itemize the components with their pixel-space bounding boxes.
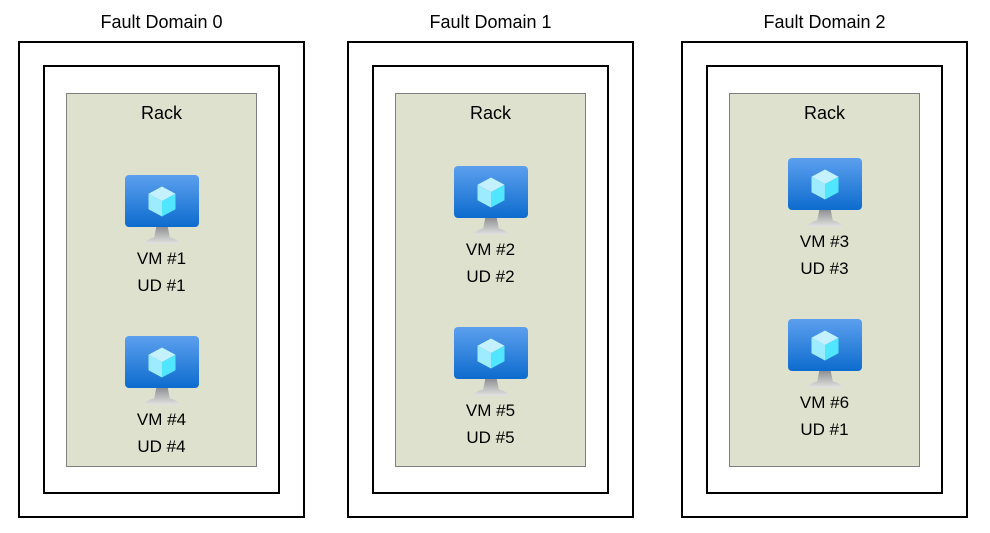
fault-domain-0: Fault Domain 0 Rack VM #1 UD #1 <box>18 8 305 518</box>
vm-cube-left <box>477 345 491 369</box>
vm-stand <box>472 379 509 396</box>
vm-number-label: VM #2 <box>465 240 516 259</box>
vm-number-label: VM #3 <box>799 232 850 251</box>
vm-list: VM #1 UD #1 VM #4 UD #4 <box>67 127 256 460</box>
vm-number-label: VM #5 <box>465 401 516 420</box>
fault-domain-title: Fault Domain 2 <box>763 12 886 32</box>
vm-cube-left <box>477 184 491 208</box>
vm-cube-right <box>490 345 504 369</box>
virtual-machine-icon <box>453 166 528 235</box>
vm-number-label: VM #6 <box>799 393 850 412</box>
update-domain-label: UD #5 <box>466 428 515 447</box>
virtual-machine-icon <box>453 327 528 396</box>
vm-number-label: VM #4 <box>136 410 187 429</box>
fault-domain-inner-box: Rack VM #3 UD #3 VM #6 UD #1 <box>706 65 943 494</box>
vm-stand <box>143 388 180 405</box>
rack: Rack VM #1 UD #1 VM #4 UD #4 <box>66 93 257 467</box>
vm-caption: VM #3 UD #3 <box>800 228 849 282</box>
vm-stand <box>806 210 843 227</box>
update-domain-label: UD #2 <box>466 267 515 286</box>
fault-domain-2: Fault Domain 2 Rack VM #3 UD #3 <box>681 8 968 518</box>
rack: Rack VM #2 UD #2 VM #5 UD #5 <box>395 93 586 467</box>
vm-stand <box>806 371 843 388</box>
fault-domain-outer-box: Rack VM #1 UD #1 VM #4 UD #4 <box>18 41 305 518</box>
vm-caption: VM #4 UD #4 <box>137 406 186 460</box>
vm-unit-1-1: VM #5 UD #5 <box>451 326 531 451</box>
update-domain-label: UD #3 <box>800 259 849 278</box>
vm-unit-2-0: VM #3 UD #3 <box>785 157 865 282</box>
update-domain-label: UD #4 <box>137 437 186 456</box>
fault-domain-title: Fault Domain 0 <box>100 12 223 32</box>
vm-unit-1-0: VM #2 UD #2 <box>451 165 531 290</box>
virtual-machine-icon <box>787 319 862 388</box>
virtual-machine-icon <box>124 175 199 244</box>
fault-domain-1: Fault Domain 1 Rack VM #2 UD #2 <box>347 8 634 518</box>
fault-domain-outer-box: Rack VM #2 UD #2 VM #5 UD #5 <box>347 41 634 518</box>
vm-caption: VM #2 UD #2 <box>466 236 515 290</box>
vm-stand <box>472 218 509 235</box>
vm-cube-left <box>148 354 162 378</box>
vm-cube-right <box>824 176 838 200</box>
rack-label: Rack <box>140 103 182 123</box>
vm-cube-right <box>161 354 175 378</box>
vm-unit-0-0: VM #1 UD #1 <box>122 174 202 299</box>
update-domain-label: UD #1 <box>800 420 849 439</box>
update-domain-label: UD #1 <box>137 276 186 295</box>
vm-number-label: VM #1 <box>136 249 187 268</box>
vm-unit-0-1: VM #4 UD #4 <box>122 335 202 460</box>
vm-caption: VM #5 UD #5 <box>466 397 515 451</box>
fault-domain-inner-box: Rack VM #2 UD #2 VM #5 UD #5 <box>372 65 609 494</box>
vm-list: VM #3 UD #3 VM #6 UD #1 <box>730 127 919 443</box>
vm-cube-right <box>161 193 175 217</box>
vm-stand <box>143 227 180 244</box>
fault-domain-title: Fault Domain 1 <box>429 12 552 32</box>
vm-cube-right <box>490 184 504 208</box>
vm-list: VM #2 UD #2 VM #5 UD #5 <box>396 127 585 451</box>
vm-cube-left <box>148 193 162 217</box>
vm-unit-2-1: VM #6 UD #1 <box>785 318 865 443</box>
rack-label: Rack <box>469 103 511 123</box>
fault-domain-inner-box: Rack VM #1 UD #1 VM #4 UD #4 <box>43 65 280 494</box>
vm-cube-left <box>811 337 825 361</box>
vm-cube-right <box>824 337 838 361</box>
virtual-machine-icon <box>787 158 862 227</box>
fault-domain-outer-box: Rack VM #3 UD #3 VM #6 UD #1 <box>681 41 968 518</box>
rack: Rack VM #3 UD #3 VM #6 UD #1 <box>729 93 920 467</box>
vm-cube-left <box>811 176 825 200</box>
vm-caption: VM #6 UD #1 <box>800 389 849 443</box>
vm-caption: VM #1 UD #1 <box>137 245 186 299</box>
rack-label: Rack <box>803 103 845 123</box>
virtual-machine-icon <box>124 336 199 405</box>
